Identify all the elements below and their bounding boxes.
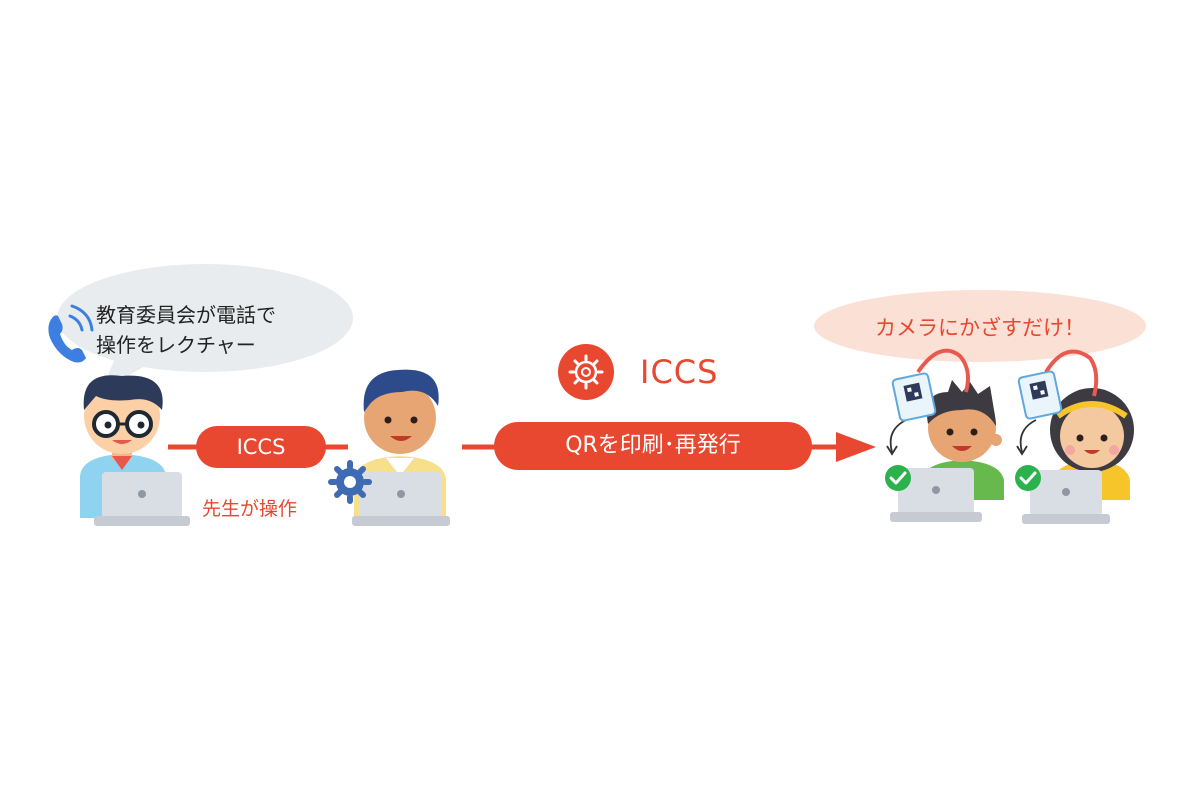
person-student-2 — [1050, 388, 1134, 500]
laptop-icon — [890, 468, 982, 522]
connector-left-label: ICCS — [236, 435, 286, 459]
arrow-head — [836, 432, 876, 462]
laptop-icon — [1022, 470, 1110, 524]
check-icon — [885, 465, 911, 491]
speech-bubble-line-2: 操作をレクチャー — [96, 333, 256, 357]
connector-pill-left — [196, 426, 326, 468]
teacher-operation-label: 先生が操作 — [202, 498, 298, 520]
gear-icon — [328, 460, 372, 504]
speech-bubble-line-1: 教育委員会が電話で — [96, 303, 276, 327]
id-card-icon — [1017, 349, 1099, 420]
laptop-icon — [352, 472, 450, 526]
check-icon — [1015, 465, 1041, 491]
laptop-icon — [94, 472, 190, 526]
connector-right-label: QRを印刷･再発行 — [565, 433, 741, 458]
student-bubble-text: カメラにかざすだけ！ — [875, 316, 1085, 340]
logo-gear-icon — [558, 344, 614, 400]
brand-name: ICCS — [640, 353, 719, 391]
id-card-icon — [891, 348, 970, 422]
phone-icon — [48, 304, 94, 363]
arrow-down-icon — [889, 419, 907, 453]
connector-pill-right — [494, 422, 812, 470]
speech-bubble-text: 教育委員会が電話で 操作をレクチャー — [96, 300, 336, 360]
arrow-down-icon — [1019, 419, 1037, 453]
student-speech-bubble — [814, 290, 1146, 362]
